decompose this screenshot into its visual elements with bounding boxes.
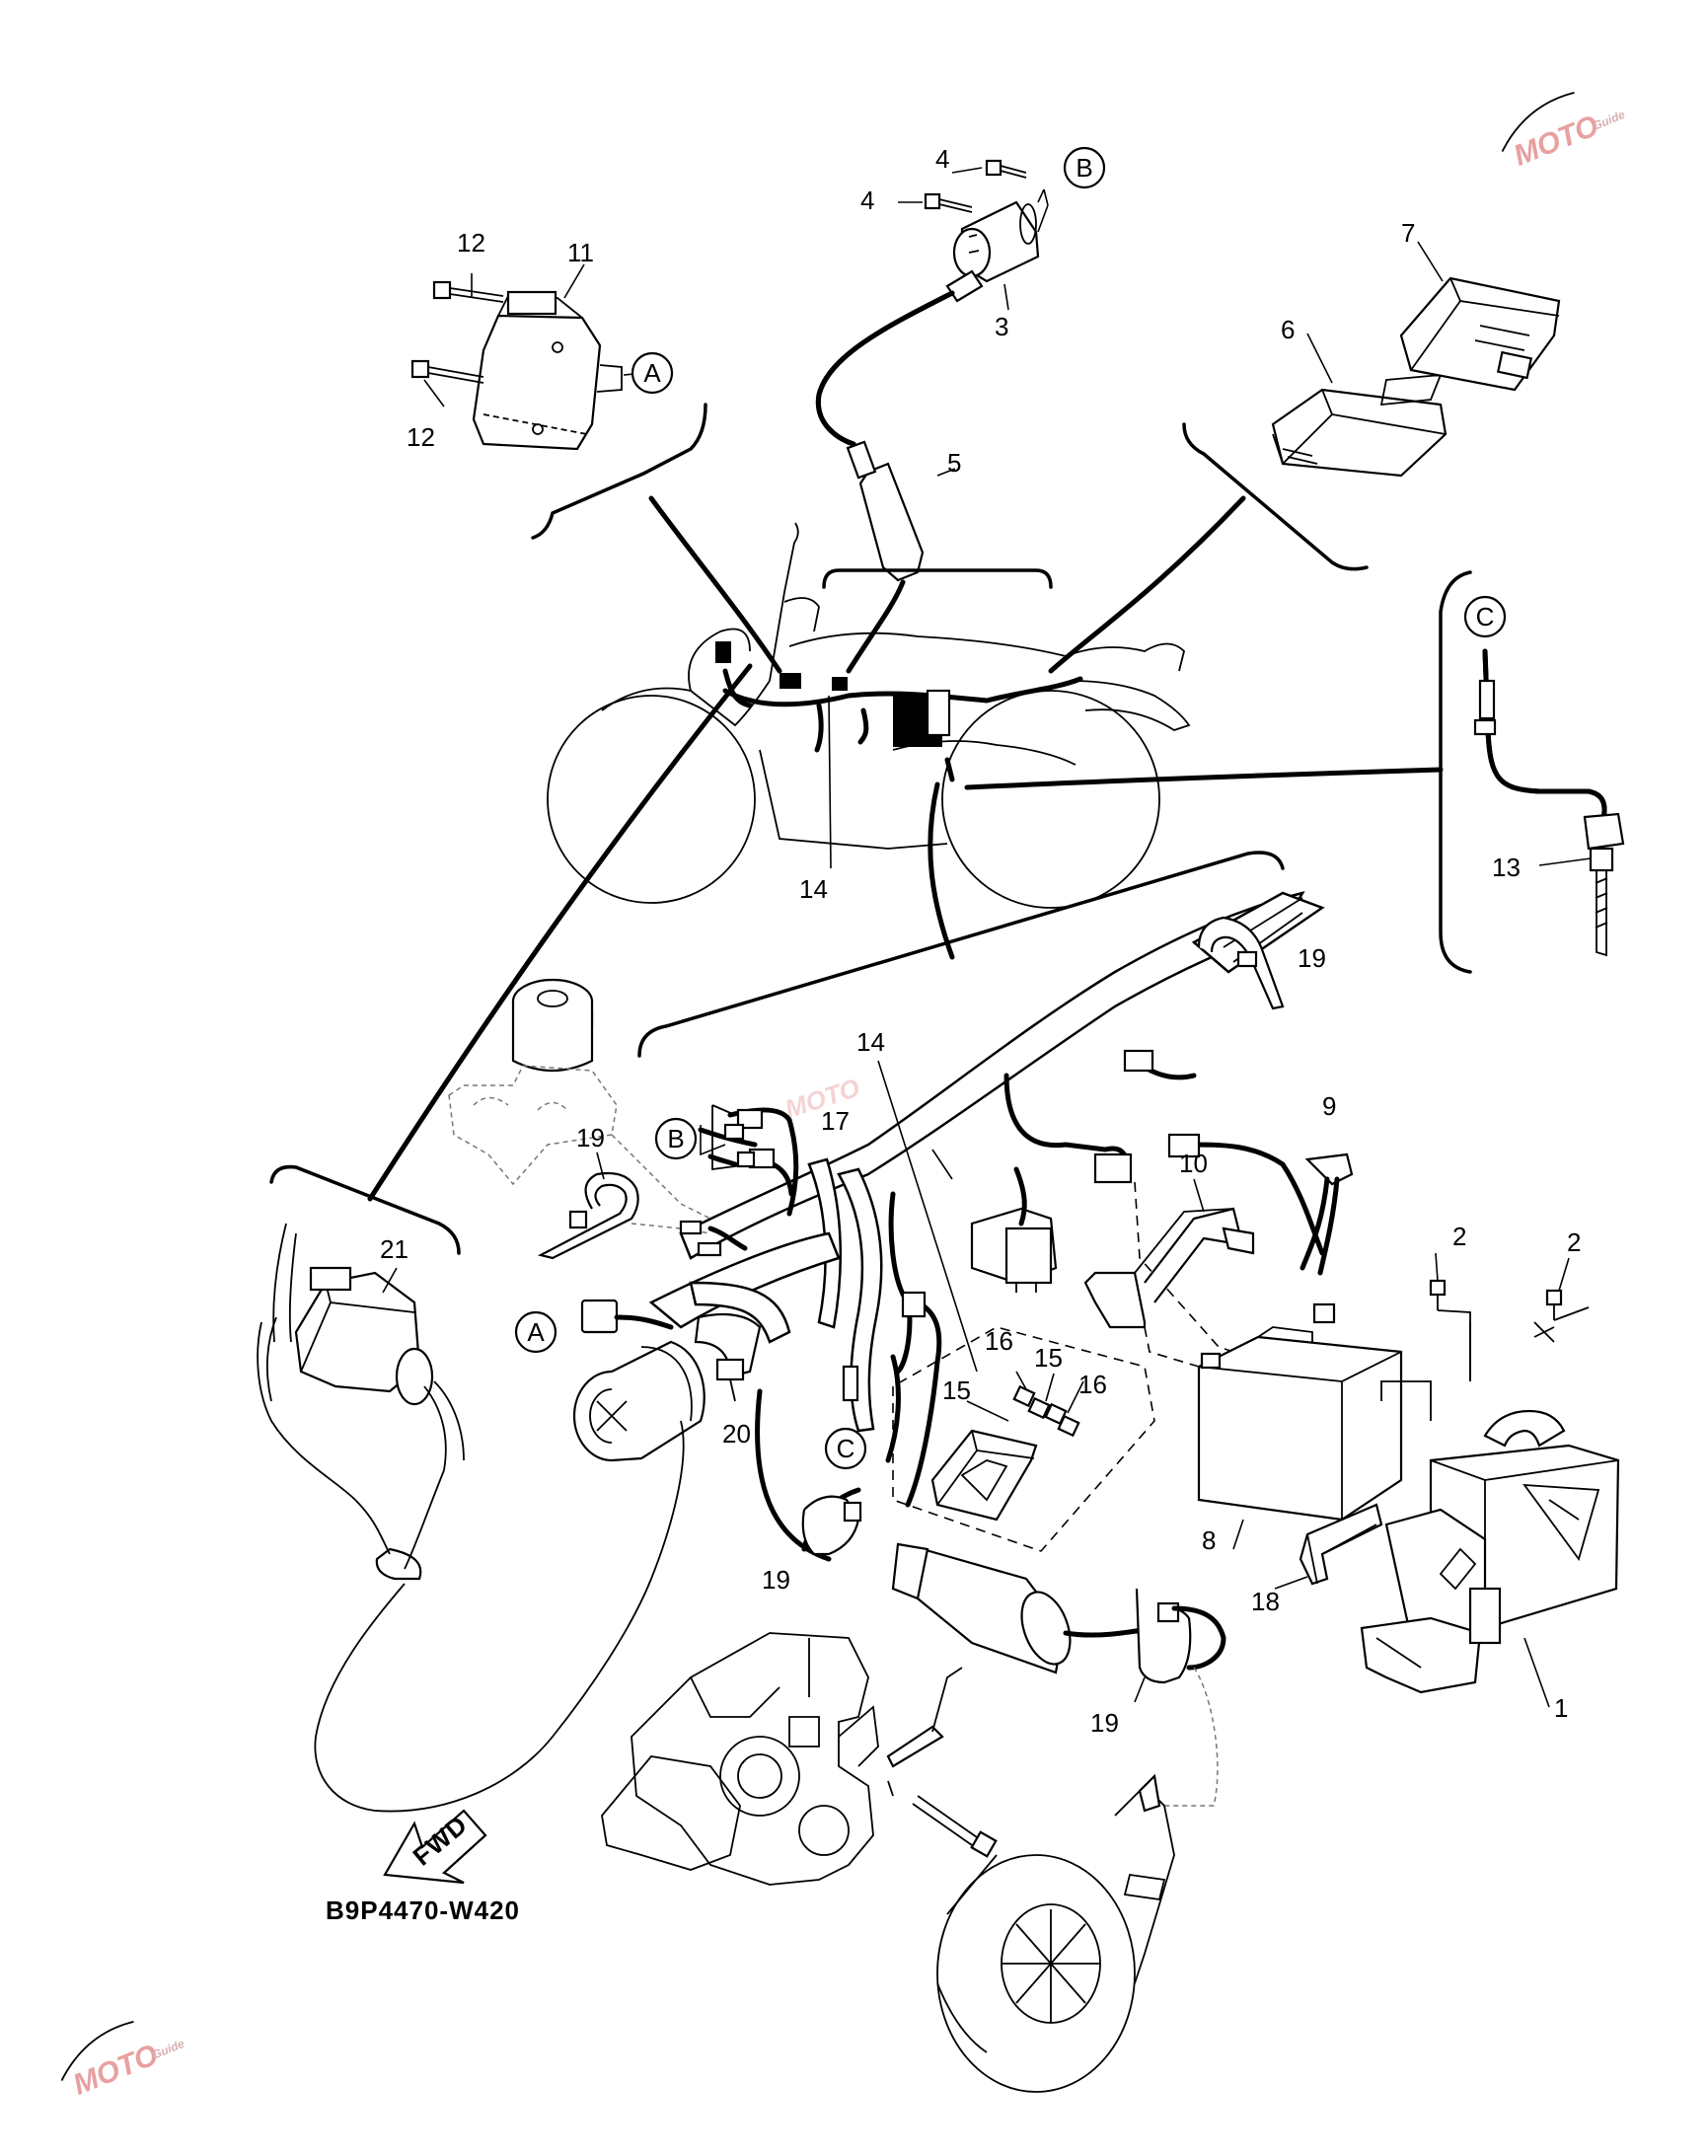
ref-a-bottom: A	[514, 1310, 557, 1354]
callout-20: 20	[722, 1419, 751, 1449]
callout-16b: 16	[1078, 1370, 1107, 1399]
bolt-12-upper	[432, 280, 504, 303]
callout-14b: 14	[856, 1027, 885, 1057]
callout-21: 21	[380, 1234, 408, 1264]
bracket-cdi	[531, 403, 707, 540]
callout-19d: 19	[1090, 1708, 1119, 1738]
callout-9: 9	[1322, 1091, 1336, 1121]
rectifier-21-group	[257, 1223, 685, 1813]
cdi-unit-group	[410, 263, 647, 451]
svg-text:C: C	[1476, 602, 1495, 632]
callout-1: 1	[1554, 1693, 1568, 1723]
ref-c-bottom: C	[824, 1427, 867, 1470]
svg-text:A: A	[643, 358, 661, 388]
svg-text:C: C	[837, 1434, 855, 1463]
fwd-arrow: FWD	[383, 1809, 487, 1885]
bracket-rectifier	[269, 1164, 461, 1255]
svg-text:A: A	[527, 1317, 545, 1347]
svg-text:B: B	[667, 1124, 684, 1153]
callout-16a: 16	[985, 1326, 1013, 1356]
watermark-sub-text: Guide	[150, 2037, 186, 2062]
callout-3: 3	[995, 312, 1008, 341]
watermark-bottom-left: MOTO Guide	[60, 2020, 186, 2102]
callout-4b: 4	[860, 186, 874, 215]
bolt-12-lower	[410, 359, 484, 384]
callout-6: 6	[1281, 315, 1295, 344]
bracket-ecu	[1182, 422, 1369, 571]
bracket-main	[637, 851, 1285, 1058]
ignition-switch-ghost	[448, 978, 721, 1225]
callout-8: 8	[1202, 1525, 1216, 1555]
main-harness-in-bike	[715, 641, 1083, 869]
watermark-brand-text: MOTO	[1510, 110, 1603, 173]
bolt-4-lower	[924, 192, 973, 213]
callout-4a: 4	[935, 144, 949, 174]
ref-c-right: C	[1463, 595, 1507, 638]
callout-19b: 19	[576, 1123, 605, 1152]
callout-17: 17	[821, 1106, 850, 1136]
bolt-4-upper	[985, 159, 1027, 179]
callout-12a: 12	[457, 228, 485, 258]
callout-14a: 14	[799, 874, 828, 904]
callout-numbers: 1 2 2 3 4 4 5 6 7 8 9 10 11 12 12 13 14 …	[380, 144, 1581, 1738]
diagram-code: B9P4470-W420	[326, 1896, 520, 1925]
callout-15b: 15	[1034, 1343, 1063, 1373]
svg-text:B: B	[1076, 153, 1092, 183]
ecu-group	[1271, 241, 1561, 478]
battery-band-10-group	[1083, 1178, 1255, 1368]
callout-2a: 2	[1452, 1222, 1466, 1251]
callout-5: 5	[947, 448, 961, 478]
battery-8-group	[1197, 1302, 1403, 1550]
callout-7: 7	[1401, 218, 1415, 248]
bracket-coil	[822, 568, 1053, 589]
bracket-sensor	[1439, 570, 1472, 974]
motorcycle-silhouette	[547, 522, 1191, 909]
sensor-13-group	[1473, 648, 1625, 957]
watermark-top-right: MOTO Guide	[1501, 91, 1627, 173]
ref-b-top: B	[1063, 146, 1106, 189]
callout-15a: 15	[942, 1375, 971, 1405]
callout-2b: 2	[1567, 1227, 1581, 1257]
callout-19c: 19	[762, 1565, 790, 1595]
watermark-brand-text: MOTO	[69, 2039, 163, 2102]
callout-10: 10	[1179, 1149, 1208, 1178]
callout-13: 13	[1492, 853, 1521, 882]
lower-harness	[537, 891, 1354, 1807]
watermark-sub-text: Guide	[1591, 108, 1627, 133]
callout-18: 18	[1251, 1587, 1280, 1616]
callout-12b: 12	[407, 422, 435, 452]
ref-a-top: A	[631, 351, 674, 395]
engine-ghost	[601, 1632, 1175, 2093]
callout-11: 11	[567, 238, 594, 267]
ignition-coil-group	[815, 159, 1049, 582]
callout-19a: 19	[1298, 943, 1326, 973]
ref-circles: A A B B C C	[514, 146, 1507, 1470]
battery-case-1-group	[1274, 1252, 1620, 1708]
ref-b-bottom: B	[654, 1117, 698, 1160]
